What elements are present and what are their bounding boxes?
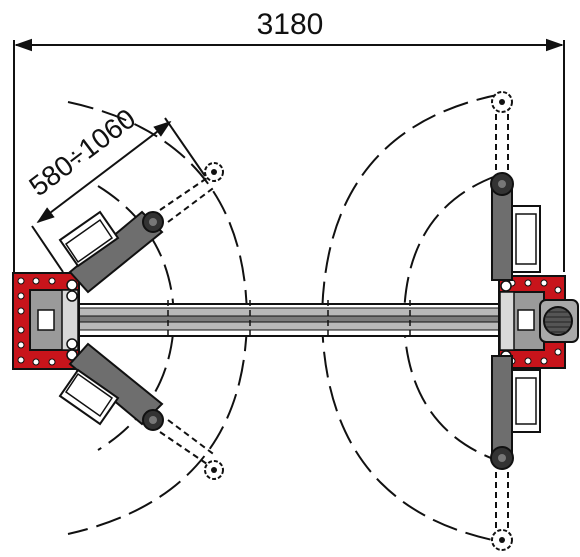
cross-beam bbox=[77, 300, 501, 340]
right-upper-arm bbox=[490, 91, 541, 281]
overall-width-dimension: 3180 bbox=[13, 8, 565, 272]
right-lower-step-plate bbox=[511, 369, 541, 433]
right-post bbox=[498, 275, 579, 369]
overall-width-label: 3180 bbox=[257, 8, 324, 41]
right-lower-arm bbox=[490, 355, 541, 551]
motor-fan-icon bbox=[543, 306, 573, 336]
right-upper-step-plate bbox=[511, 205, 541, 273]
left-lower-arm bbox=[58, 342, 224, 480]
left-post bbox=[12, 272, 80, 370]
left-outer-swing-arc bbox=[67, 101, 249, 535]
left-upper-arm bbox=[58, 162, 224, 294]
